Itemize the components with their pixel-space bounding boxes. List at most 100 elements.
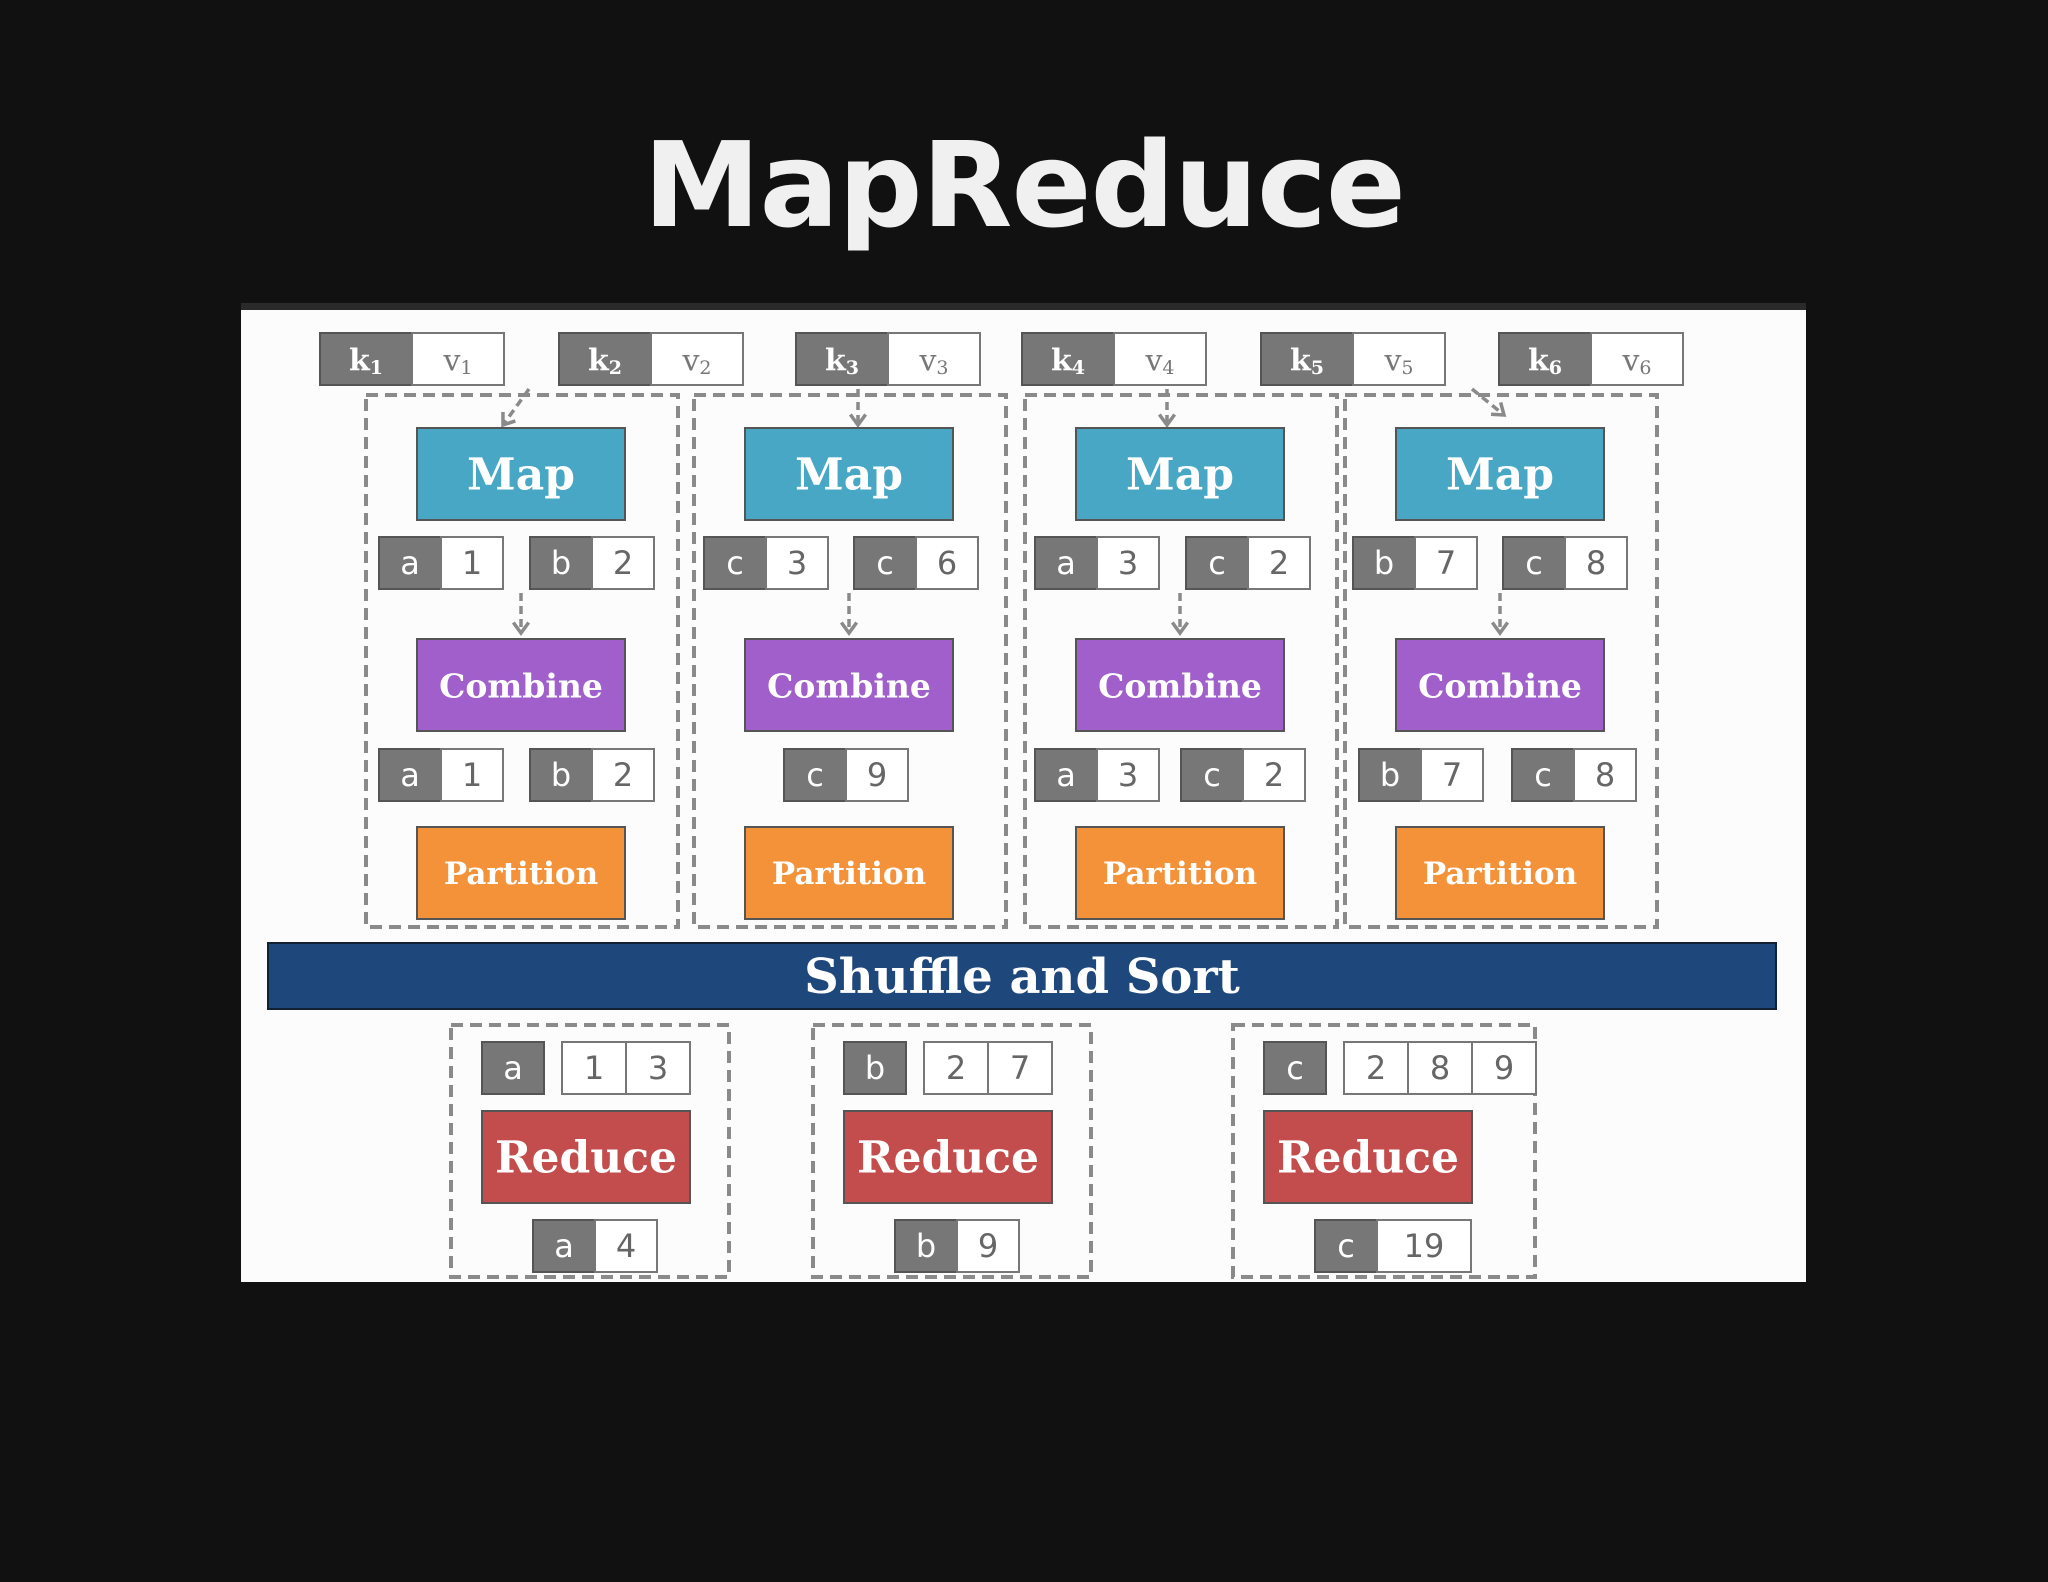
combine-box-2-box <box>744 638 954 732</box>
reducer-value-2-1: 2 <box>946 1049 966 1087</box>
shuffle-bar-box <box>267 942 1777 1010</box>
reducer-output-3-value-cell <box>1376 1219 1472 1273</box>
partition-box-2-label: Partition <box>772 856 926 892</box>
input-pair-1-key-cell <box>319 332 413 386</box>
map-output-1-1-value: 1 <box>462 544 482 582</box>
reducer-value-cell-3-3 <box>1471 1041 1537 1095</box>
input-pair-1-value-cell <box>411 332 505 386</box>
combine-box-4-label: Combine <box>1418 667 1582 706</box>
reducer-value-3-2: 8 <box>1430 1049 1450 1087</box>
reduce-box-3-label: Reduce <box>1277 1133 1459 1184</box>
combine-output-1-1-key-cell <box>378 748 442 802</box>
input-pair-2-value-cell <box>650 332 744 386</box>
input-arrow-4-shaft <box>1470 387 1506 417</box>
partition-box-3-box <box>1075 826 1285 920</box>
reducer-input-2: b 2 7 <box>843 1041 1053 1095</box>
combine-output-2-1-value-cell <box>845 748 909 802</box>
map-output-1-1-value-cell <box>440 536 504 590</box>
map-output-4-1-value-cell <box>1414 536 1478 590</box>
input-pair-2-key-cell <box>558 332 652 386</box>
combine-arrow-2-head <box>839 621 859 636</box>
combine-arrow-4 <box>1490 593 1510 636</box>
combine-output-3-2-value: 2 <box>1264 756 1284 794</box>
map-box-4-label: Map <box>1446 450 1554 501</box>
map-box-2-box <box>744 427 954 521</box>
reducer-value-2-2: 7 <box>1010 1049 1030 1087</box>
reducer-value-cell-2-1 <box>923 1041 989 1095</box>
map-box-3: Map <box>1075 427 1285 521</box>
combine-output-1-1-key: a <box>400 756 420 794</box>
slide-title: MapReduce <box>643 116 1406 254</box>
reducer-output-3-key: c <box>1337 1227 1355 1265</box>
map-output-4-1-key-cell <box>1352 536 1416 590</box>
combine-output-3-1-key-cell <box>1034 748 1098 802</box>
reducer-key-3: c <box>1286 1049 1304 1087</box>
reducer-key-cell-3 <box>1263 1041 1327 1095</box>
combine-box-3: Combine <box>1075 638 1285 732</box>
input-arrow-3 <box>1157 389 1177 428</box>
input-arrow-1-head <box>501 411 516 428</box>
combine-output-3-2-key-cell <box>1180 748 1244 802</box>
combine-output-4-2-key: c <box>1534 756 1552 794</box>
map-box-2: Map <box>744 427 954 521</box>
combine-box-2: Combine <box>744 638 954 732</box>
partition-box-1: Partition <box>416 826 626 920</box>
combine-arrow-3-head <box>1170 621 1190 636</box>
reduce-box-2-label: Reduce <box>857 1133 1039 1184</box>
input-arrow-2-head <box>848 413 868 428</box>
map-box-1-box <box>416 427 626 521</box>
map-output-3-2-value: 2 <box>1269 544 1289 582</box>
reducer-output-1-value: 4 <box>616 1227 636 1265</box>
map-output-2-1-value: 3 <box>787 544 807 582</box>
map-output-2-1-value-cell <box>765 536 829 590</box>
reducer-output-2-value-cell <box>956 1219 1020 1273</box>
reducer-key-2: b <box>865 1049 885 1087</box>
map-output-1-2-key: b <box>551 544 571 582</box>
map-box-1-label: Map <box>467 450 575 501</box>
input-pair-4-key-cell <box>1021 332 1115 386</box>
combine-box-1-label: Combine <box>439 667 603 706</box>
mapper-group-1 <box>364 393 680 929</box>
mapper-group-3 <box>1023 393 1339 929</box>
input-arrow-2 <box>848 389 868 428</box>
reduce-box-1-box <box>481 1110 691 1204</box>
map-output-4-1-value: 7 <box>1436 544 1456 582</box>
combine-box-1: Combine <box>416 638 626 732</box>
partition-box-4-box <box>1395 826 1605 920</box>
partition-box-1-label: Partition <box>444 856 598 892</box>
input-pair-6-key-cell <box>1498 332 1592 386</box>
input-arrow-1-shaft <box>501 387 531 427</box>
map-box-3-box <box>1075 427 1285 521</box>
combine-arrow-2 <box>839 593 859 636</box>
combine-arrow-3 <box>1170 593 1190 636</box>
combine-arrow-1-head <box>511 621 531 636</box>
partition-box-4-label: Partition <box>1423 856 1577 892</box>
reduce-box-3: Reduce <box>1263 1110 1473 1204</box>
combine-output-4-1-value-cell <box>1420 748 1484 802</box>
combine-arrow-4-head <box>1490 621 1510 636</box>
map-output-2-2-value: 6 <box>937 544 957 582</box>
input-pair-3-key-cell <box>795 332 889 386</box>
reduce-box-1: Reduce <box>481 1110 691 1204</box>
map-box-3-label: Map <box>1126 450 1234 501</box>
reducer-output-1-key: a <box>554 1227 574 1265</box>
reducer-output-1-key-cell <box>532 1219 596 1273</box>
combine-output-2-1-value: 9 <box>867 756 887 794</box>
input-pair-3-value-cell <box>887 332 981 386</box>
combine-output-4-2-value: 8 <box>1595 756 1615 794</box>
map-output-4-2-value: 8 <box>1586 544 1606 582</box>
